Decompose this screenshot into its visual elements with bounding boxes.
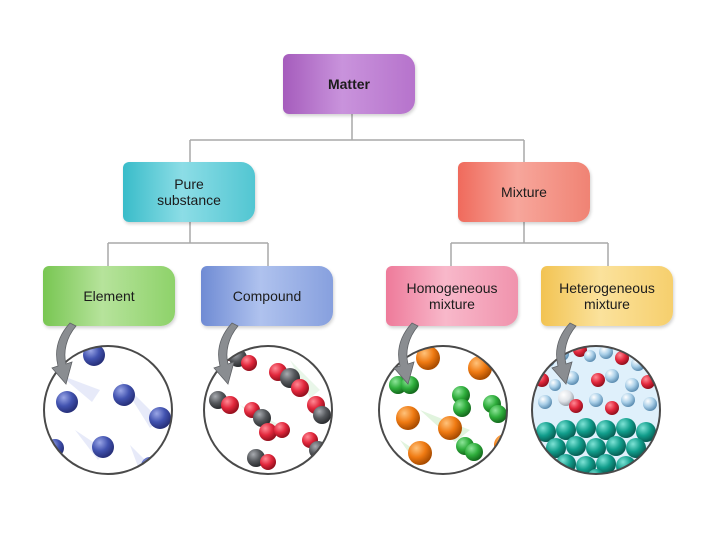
compound-label: Compound [232,288,302,304]
homogeneous-mixture-node: Homogeneous mixture [386,266,518,326]
curved-down-arrow-icon [51,322,77,385]
curved-down-arrow-icon [213,322,239,385]
homogeneous-particles-icon [378,345,508,475]
curved-down-arrow-icon [393,322,419,385]
heterogeneous-particles-icon [531,345,661,475]
heterogeneous-label-line1: Heterogeneous [559,280,655,296]
heterogeneous-label-line2: mixture [584,296,630,312]
matter-node: Matter [283,54,415,114]
pure-substance-label-line1: Pure [174,176,204,192]
pure-substance-label-line2: substance [157,192,221,208]
pure-substance-node: Pure substance [123,162,255,222]
mixture-label: Mixture [501,184,547,200]
matter-label: Matter [327,76,370,92]
homogeneous-label-line1: Homogeneous [406,280,498,296]
homogeneous-label-line2: mixture [429,296,475,312]
curved-down-arrow-icon [551,322,577,385]
element-node: Element [43,266,175,326]
element-label: Element [83,288,135,304]
compound-node: Compound [201,266,333,326]
mixture-node: Mixture [458,162,590,222]
heterogeneous-mixture-node: Heterogeneous mixture [541,266,673,326]
